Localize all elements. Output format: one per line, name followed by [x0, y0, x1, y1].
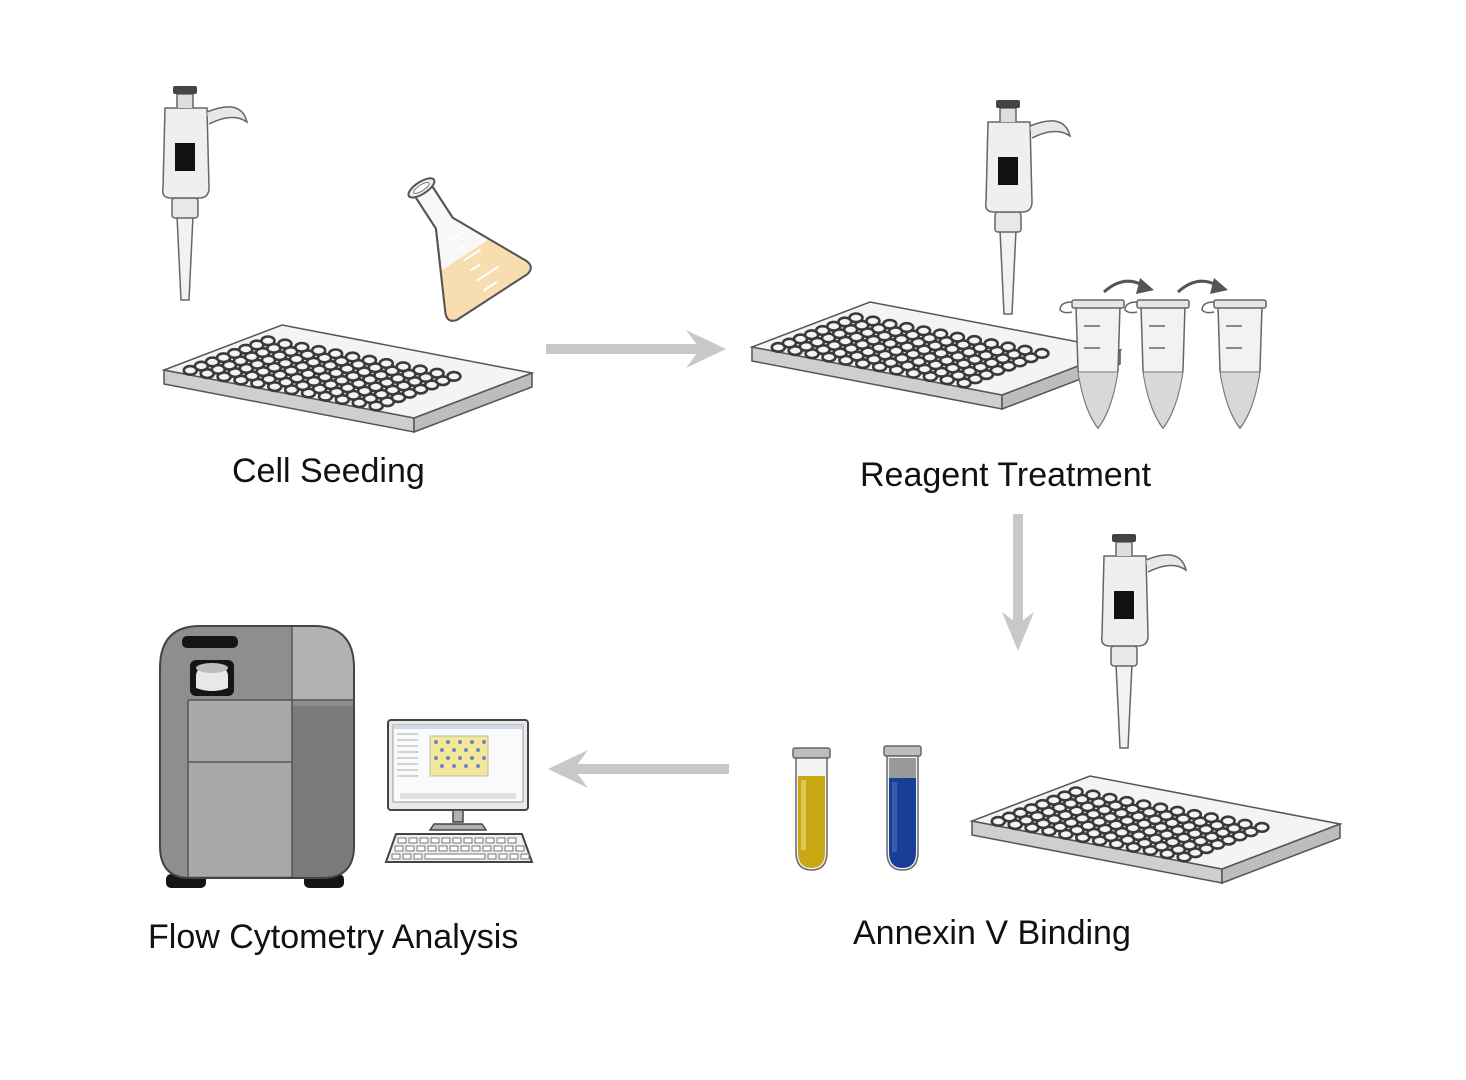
pipette-icon [1100, 533, 1187, 749]
pipette-icon [161, 85, 248, 301]
pipette-icon [984, 99, 1071, 315]
flow-cytometer-icon [159, 625, 355, 888]
keyboard-icon [384, 833, 534, 863]
transfer-arrow-icon [1102, 276, 1156, 296]
test-tube-icon [883, 745, 922, 871]
step-label-reagent-treatment: Reagent Treatment [860, 456, 1152, 494]
well-plate-icon [750, 300, 1122, 411]
well-plate-icon [162, 323, 534, 434]
step-label-annexin-v-binding: Annexin V Binding [853, 914, 1131, 952]
microtube-icon [1201, 299, 1267, 429]
well-plate-icon [970, 774, 1342, 885]
arrow-icon [548, 750, 729, 788]
arrow-icon [546, 330, 726, 368]
computer-monitor-icon [387, 719, 529, 831]
cell-seeding-illustration [161, 85, 534, 434]
test-tube-icon [792, 747, 831, 871]
arrow-icon [1002, 514, 1034, 651]
annexin-binding-illustration [792, 533, 1342, 885]
step-label-flow-cytometry-analysis: Flow Cytometry Analysis [148, 918, 519, 956]
flask-icon [407, 177, 532, 322]
flow-cytometry-illustration [159, 625, 534, 888]
transfer-arrow-icon [1176, 276, 1230, 296]
step-label-cell-seeding: Cell Seeding [232, 452, 425, 490]
microtube-icon [1124, 299, 1190, 429]
reagent-treatment-illustration [750, 99, 1267, 429]
